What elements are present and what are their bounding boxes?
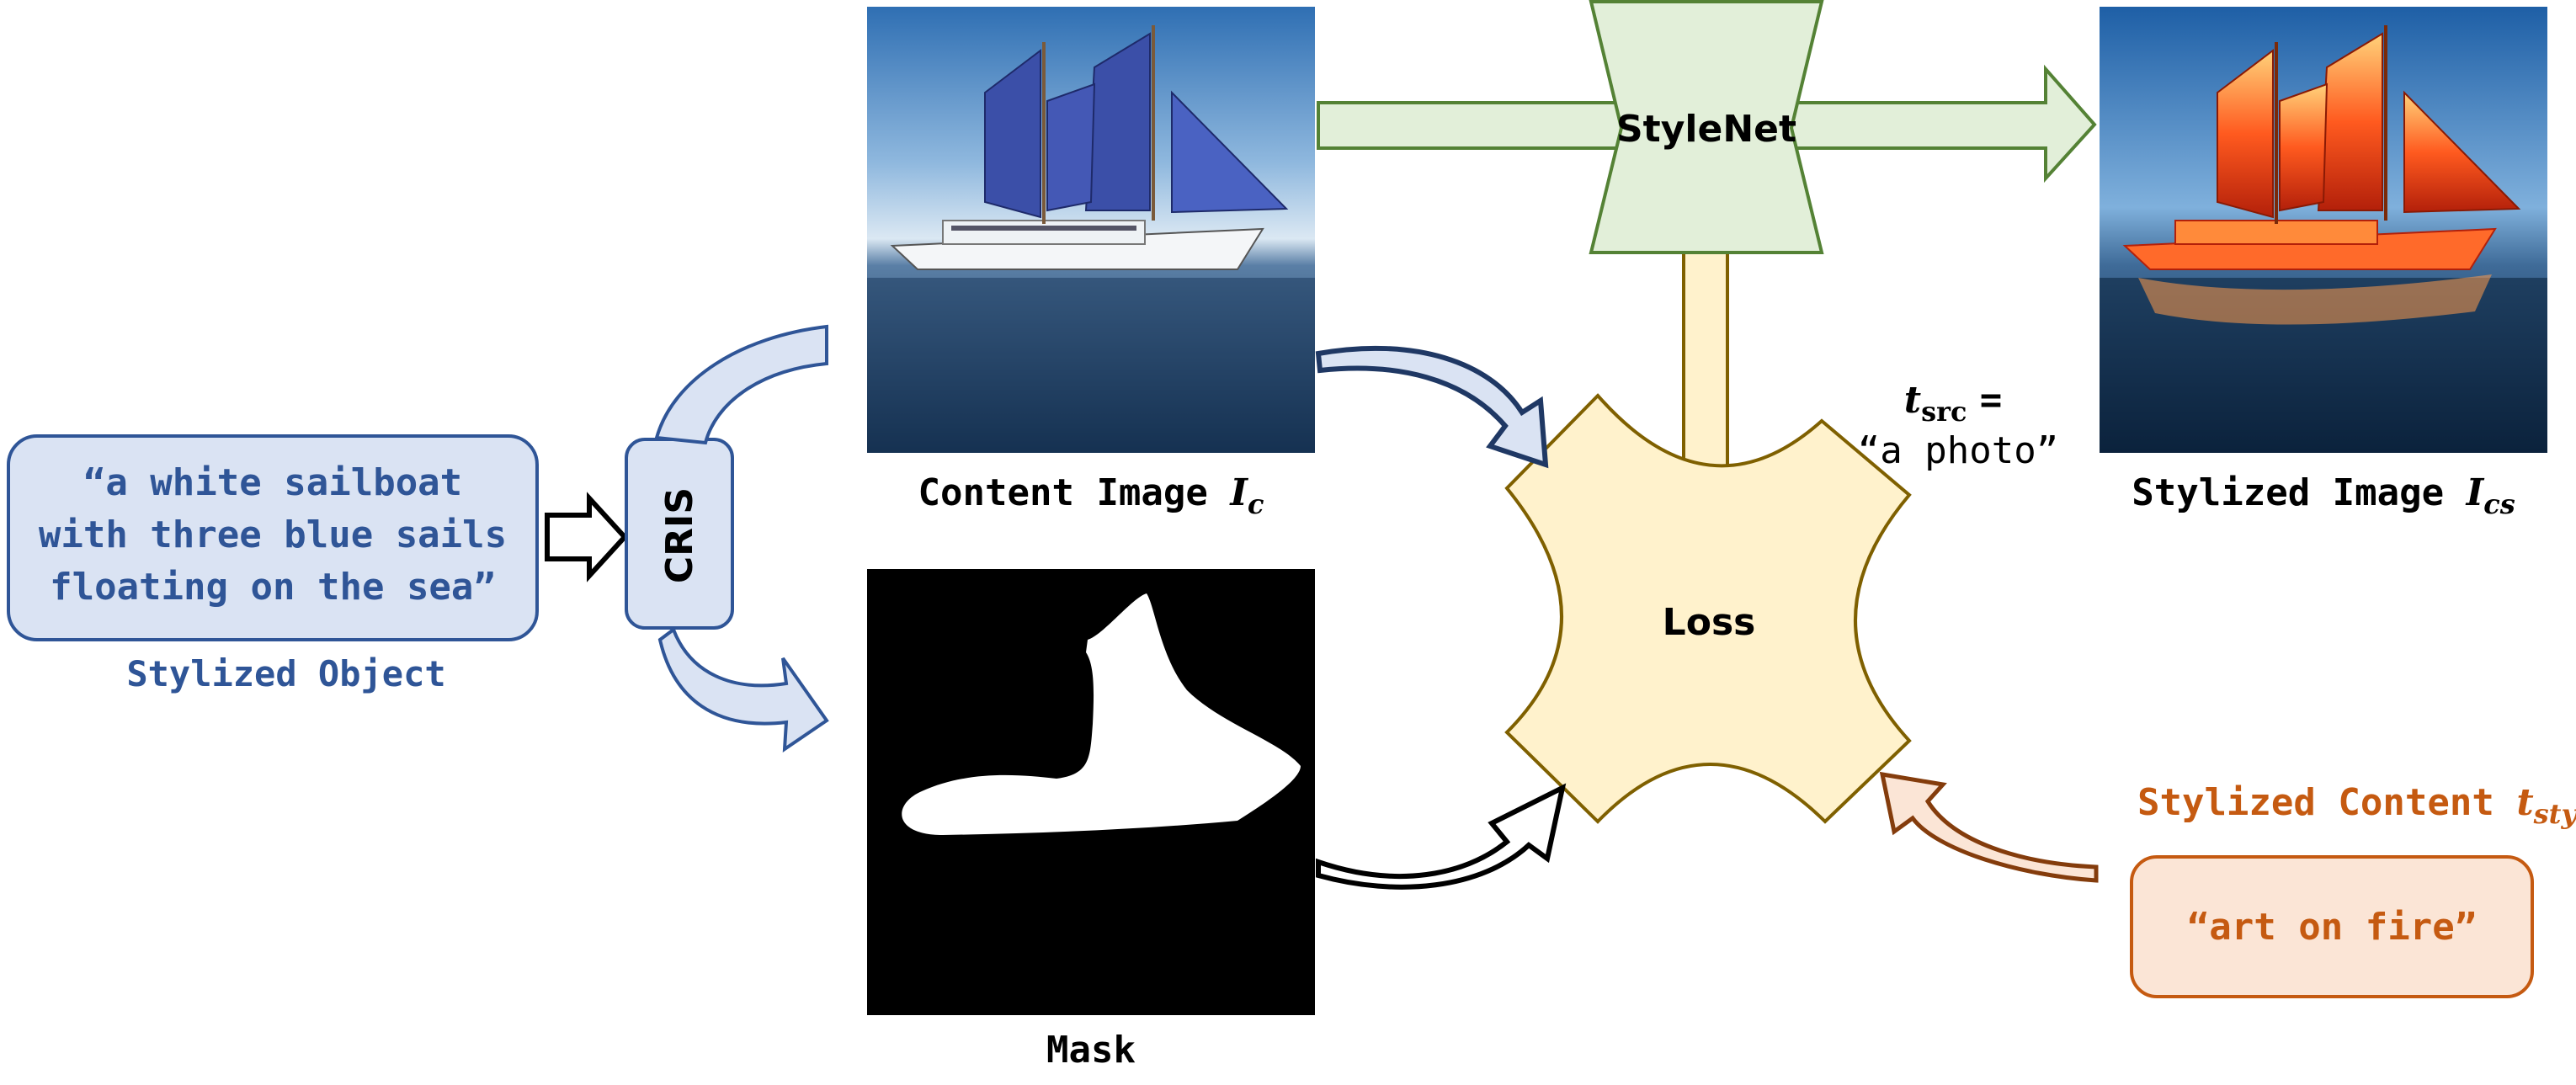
stylized-object-box: [7, 434, 539, 641]
stylenet-to-loss-bar: [1682, 226, 1729, 470]
mask-to-loss-arrow: [1316, 783, 1567, 890]
stylized-content-label: Stylized Content tsty: [2137, 781, 2576, 830]
loss-shape: [1504, 393, 1912, 824]
stylenet-label: StyleNet: [1616, 108, 1796, 151]
stylized-object-prompt-line-3: floating on the sea”: [50, 566, 496, 609]
stylized-object-prompt-line-2: with three blue sails: [39, 513, 507, 556]
mask-image: [867, 569, 1315, 1015]
content-prompt-to-loss-arrow: [1879, 771, 2099, 883]
prompt-to-cris-arrow: [545, 492, 629, 582]
stylized-object-prompt-line-1: “a white sailboat: [83, 461, 462, 504]
content-to-loss-arrow: [1315, 345, 1549, 469]
stylized-object-label: Stylized Object: [126, 653, 445, 694]
stylized-image-caption: Stylized Image Ics: [2132, 471, 2515, 520]
fire-sailboat-icon: [2122, 25, 2521, 325]
mask-shape: [902, 593, 1301, 835]
cris-to-mask-curved-arrow: [657, 626, 829, 753]
stylized-image: [2100, 7, 2547, 453]
content-image-caption: Content Image Ic: [918, 471, 1264, 520]
mask-caption: Mask: [1046, 1029, 1136, 1072]
loss-label: Loss: [1663, 601, 1756, 644]
source-text-value: “a photo”: [1858, 429, 2058, 472]
content-image: [867, 7, 1315, 453]
source-text-equation: tsrc =: [1904, 379, 2003, 428]
cris-to-content-curved-arrow: [654, 324, 828, 445]
stylenet-box: [1589, 0, 1824, 254]
stylized-content-box: [2130, 855, 2534, 998]
cris-label: CRIS: [658, 487, 701, 583]
stylized-content-prompt: “art on fire”: [2187, 906, 2477, 949]
sailboat-icon: [890, 25, 1289, 270]
